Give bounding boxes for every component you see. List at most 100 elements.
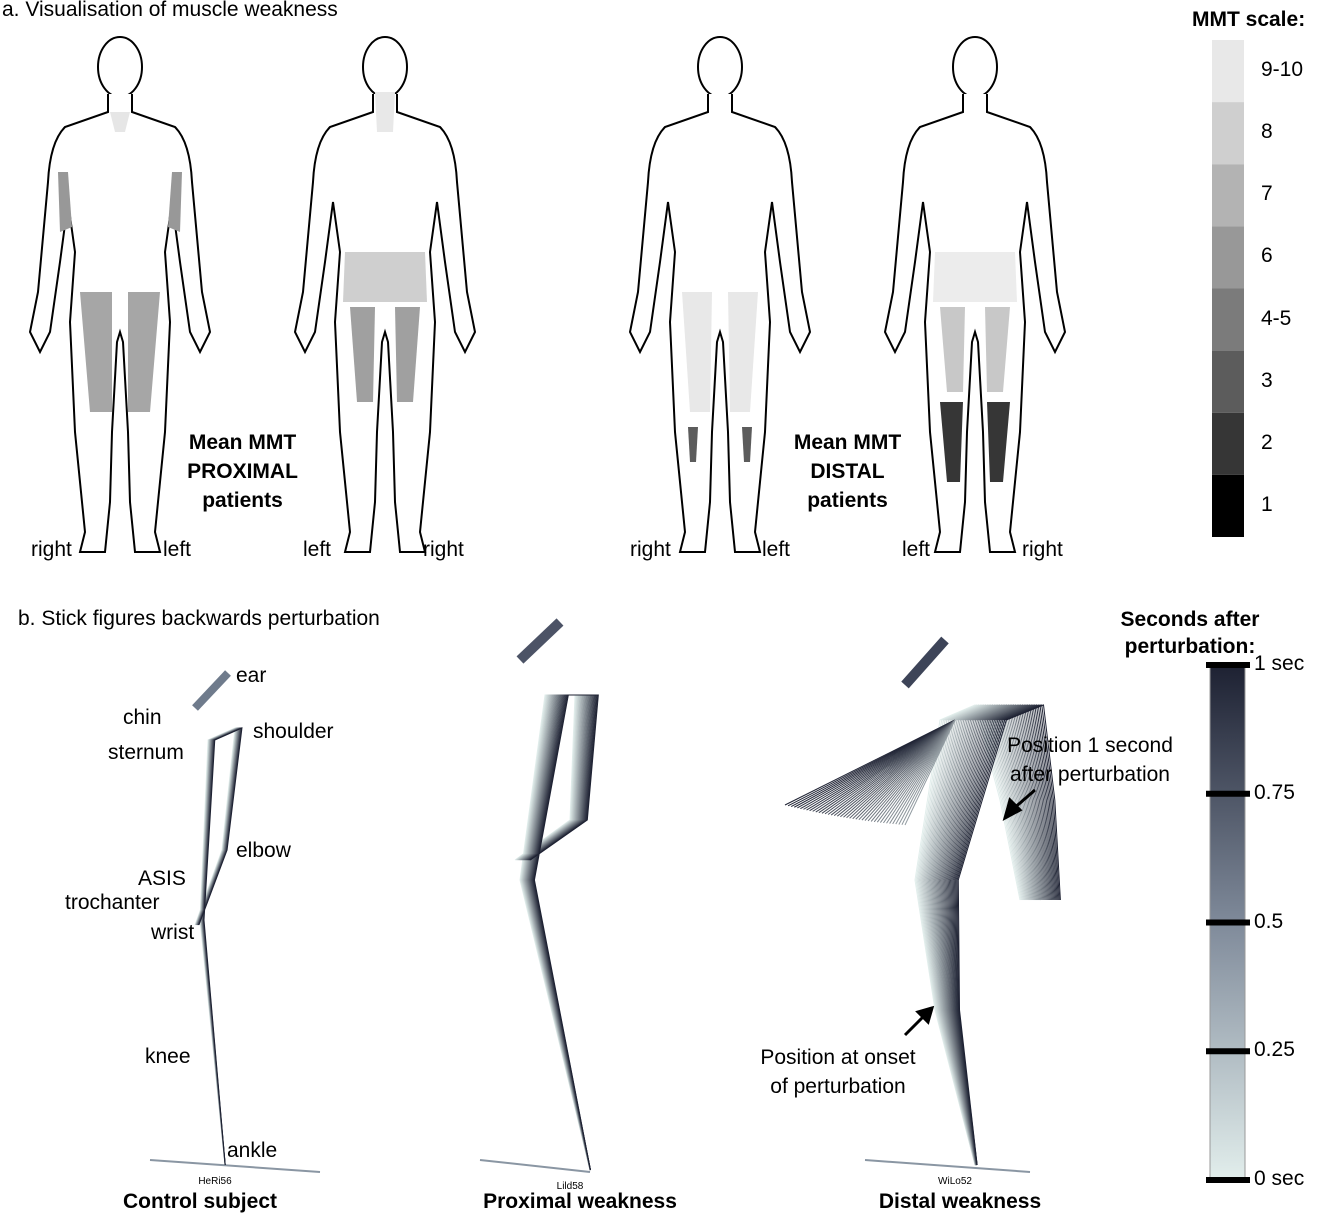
caption-line: Mean MMT bbox=[793, 431, 902, 454]
mmt-level-swatch bbox=[1212, 226, 1244, 289]
distal-caption: Mean MMT DISTAL patients bbox=[770, 428, 925, 515]
time-tick-label: 0 sec bbox=[1254, 1167, 1305, 1190]
time-tick bbox=[1206, 919, 1250, 926]
stick-frame bbox=[938, 704, 1044, 1166]
time-colorbar-ticks bbox=[1206, 662, 1250, 1183]
stick-frame bbox=[940, 704, 1045, 1166]
caption-line: Mean MMT bbox=[188, 431, 297, 454]
body-map-distal-back bbox=[884, 36, 1066, 553]
mmt-level-swatch bbox=[1212, 288, 1244, 351]
subject-caption: Distal weakness bbox=[878, 1190, 1042, 1213]
stick-frame bbox=[942, 704, 1047, 1166]
foot-segment bbox=[864, 1159, 1031, 1173]
mmt-level-label: 9-10 bbox=[1261, 58, 1304, 82]
annotation-line: Position at onset bbox=[760, 1046, 916, 1069]
mmt-level-swatch bbox=[1212, 350, 1244, 413]
mmt-level-swatch bbox=[1212, 40, 1244, 103]
head-segment bbox=[192, 670, 231, 711]
stick-frame bbox=[955, 704, 1059, 1166]
proximal-caption: Mean MMT PROXIMAL patients bbox=[165, 428, 320, 515]
subject-id: WiLo52 bbox=[938, 1176, 972, 1187]
stick-frame bbox=[916, 704, 1023, 1166]
time-tick-label: 0.5 bbox=[1254, 909, 1284, 933]
stick-frame bbox=[925, 704, 1031, 1166]
stick-frame bbox=[941, 704, 1046, 1166]
stick-figure-control bbox=[149, 670, 1031, 1173]
subject-id: HeRi56 bbox=[198, 1176, 232, 1187]
stick-frame bbox=[944, 704, 1049, 1166]
stick-frame bbox=[921, 704, 1027, 1166]
subject-caption: Control subject bbox=[122, 1190, 277, 1213]
side-label: right bbox=[423, 538, 464, 561]
panel-b-title: b. Stick figures backwards perturbation bbox=[18, 607, 380, 630]
stick-frame bbox=[947, 704, 1052, 1166]
landmark-label: sternum bbox=[108, 741, 184, 764]
stick-frame bbox=[936, 704, 1042, 1166]
annotation-line: Position 1 second bbox=[1007, 734, 1173, 757]
time-legend-title: Seconds after perturbation: bbox=[1100, 606, 1280, 660]
side-label: left bbox=[902, 538, 931, 561]
landmark-label: ankle bbox=[227, 1139, 278, 1162]
stick-frame bbox=[928, 704, 1034, 1166]
time-tick bbox=[1206, 1048, 1250, 1055]
mmt-level-label: 1 bbox=[1261, 492, 1273, 516]
stick-frame bbox=[945, 704, 1050, 1166]
panel-a-title: a. Visualisation of muscle weakness bbox=[2, 0, 338, 21]
subject-caption: Proximal weakness bbox=[483, 1190, 677, 1213]
mmt-level-label: 8 bbox=[1261, 120, 1273, 144]
time-tick bbox=[1206, 790, 1250, 797]
subject-id: Lild58 bbox=[556, 1181, 584, 1192]
landmark-label: elbow bbox=[236, 839, 291, 862]
stick-frame bbox=[918, 704, 1025, 1166]
stick-frame bbox=[957, 704, 1061, 1166]
stick-frame bbox=[937, 704, 1043, 1166]
landmark-label: ear bbox=[236, 664, 267, 687]
caption-line: DISTAL bbox=[810, 460, 885, 483]
landmark-label: wrist bbox=[151, 921, 195, 944]
stick-frame bbox=[917, 704, 1024, 1166]
time-tick-label: 0.25 bbox=[1254, 1038, 1295, 1062]
mmt-level-swatch bbox=[1212, 102, 1244, 165]
stick-frame bbox=[926, 704, 1032, 1166]
body-map-distal-front bbox=[629, 36, 811, 553]
mmt-level-label: 2 bbox=[1261, 430, 1273, 454]
caption-line: patients bbox=[202, 489, 283, 512]
mmt-level-swatch bbox=[1212, 412, 1244, 475]
foot-segment bbox=[149, 1159, 321, 1173]
landmark-label: shoulder bbox=[253, 720, 334, 743]
side-label: left bbox=[303, 538, 332, 561]
stick-frame bbox=[953, 704, 1057, 1166]
stick-frame bbox=[931, 704, 1037, 1166]
annotation-line: of perturbation bbox=[770, 1075, 906, 1098]
stick-frame bbox=[951, 704, 1055, 1166]
landmark-label: chin bbox=[123, 706, 162, 729]
mmt-level-swatch bbox=[1212, 474, 1244, 537]
stick-frame bbox=[950, 704, 1054, 1166]
time-tick bbox=[1206, 662, 1250, 668]
side-label: left bbox=[762, 538, 791, 561]
mmt-level-label: 3 bbox=[1261, 368, 1273, 392]
landmark-label: knee bbox=[145, 1045, 191, 1068]
stick-figure-proximal bbox=[514, 618, 599, 1171]
annotation-onset-position: Position at onset of perturbation bbox=[738, 1043, 938, 1101]
body-map-proximal-front bbox=[29, 36, 211, 553]
head-segment bbox=[901, 636, 949, 689]
stick-frame bbox=[915, 704, 1022, 1166]
side-label: left bbox=[163, 538, 192, 561]
legend-title-line: Seconds after bbox=[1120, 608, 1260, 631]
mmt-level-swatch bbox=[1212, 164, 1244, 227]
annotation-line: after perturbation bbox=[1010, 763, 1170, 786]
side-label: right bbox=[630, 538, 671, 561]
mmt-colorbar bbox=[1212, 40, 1244, 537]
foot-segment bbox=[479, 1159, 591, 1173]
arm-frame bbox=[904, 719, 956, 826]
stick-frame bbox=[935, 704, 1041, 1166]
body-map-proximal-back bbox=[294, 36, 476, 553]
arrow-onset-position bbox=[903, 1005, 935, 1037]
stick-frame bbox=[946, 704, 1051, 1166]
stick-frame bbox=[943, 704, 1048, 1166]
caption-line: patients bbox=[807, 489, 888, 512]
mmt-level-label: 7 bbox=[1261, 182, 1273, 206]
stick-frame bbox=[952, 704, 1056, 1166]
stick-frame bbox=[924, 704, 1030, 1166]
